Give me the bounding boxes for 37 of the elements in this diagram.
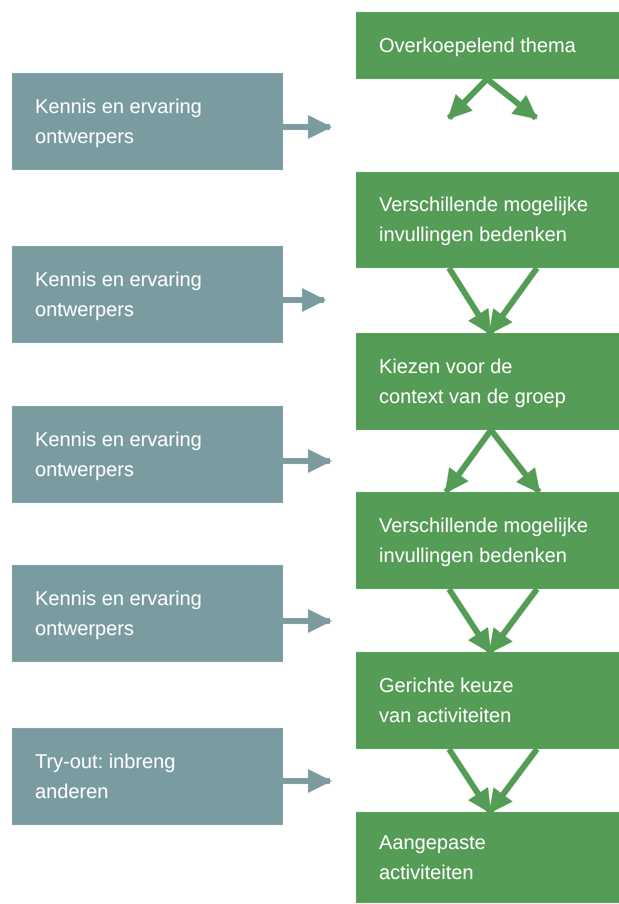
arrow	[446, 76, 490, 120]
box-label: Kennis en ervaring ontwerpers	[35, 94, 203, 150]
arrow	[446, 747, 493, 814]
box-label: Try-out: inbreng anderen	[35, 750, 176, 804]
box-label: Kennis en ervaring ontwerpers	[35, 268, 203, 322]
input-box	[12, 406, 283, 503]
box-label: Kiezen voor de context van de groep	[379, 354, 567, 410]
arrow	[283, 449, 332, 473]
process-box	[356, 812, 619, 903]
input-box	[12, 565, 283, 662]
arrow	[488, 428, 542, 494]
arrow	[488, 266, 540, 335]
input-box	[12, 246, 283, 343]
process-box	[356, 492, 619, 589]
arrow	[283, 609, 332, 633]
arrow	[485, 76, 538, 120]
arrow	[446, 587, 493, 654]
process-box	[356, 652, 619, 749]
process-box	[356, 172, 619, 268]
arrow	[446, 266, 493, 335]
arrow	[283, 115, 332, 139]
arrow	[444, 428, 494, 494]
input-box	[12, 728, 283, 825]
box-label: Verschillende mogelijke invullingen bedenken	[379, 514, 590, 568]
box-label: Kennis en ervaring ontwerpers	[35, 586, 203, 642]
box-label: Verschillende mogelijke invullingen bedenken	[379, 193, 590, 248]
box-label: Aangepaste activiteiten	[379, 830, 487, 886]
arrow	[488, 587, 540, 654]
box-label: Kennis en ervaring ontwerpers	[35, 428, 203, 482]
input-box	[12, 73, 283, 170]
arrow	[283, 769, 332, 793]
process-box	[356, 12, 619, 79]
box-label: Overkoepelend thema	[379, 34, 577, 58]
process-box	[356, 333, 619, 430]
box-label: Gerichte keuze van activiteiten	[379, 674, 515, 728]
arrow	[488, 747, 540, 814]
arrow	[283, 288, 326, 312]
